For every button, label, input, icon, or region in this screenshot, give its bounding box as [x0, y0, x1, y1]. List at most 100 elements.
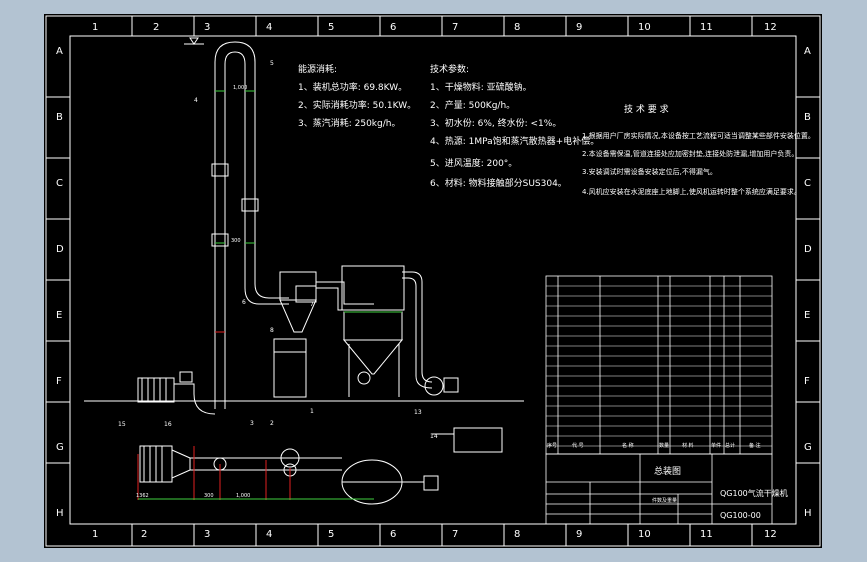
part-number: 2 [270, 420, 274, 427]
cyclone-plan [280, 448, 300, 468]
drawing-sheet: 1 2 3 4 5 6 7 8 9 10 11 12 1 2 3 4 5 6 7… [44, 14, 822, 548]
expansion-joint [211, 163, 229, 177]
col-label: 11 [700, 22, 713, 33]
requirement-line: 1.根据用户厂房实际情况,本设备按工艺流程可适当调整某些部件安装位置。 [582, 131, 815, 140]
parts-rows [546, 285, 772, 447]
header-cell: 总计 [725, 442, 735, 449]
col-label: 2 [141, 529, 147, 540]
requirements-title: 技 术 要 求 [624, 103, 669, 115]
drawing-name: 总装图 [654, 465, 681, 477]
col-label: 5 [328, 22, 334, 33]
outer-frame [45, 15, 821, 547]
parts-list [545, 275, 773, 455]
col-label: 1 [92, 22, 98, 33]
bag-filter-body [343, 311, 403, 341]
elevation-symbol [189, 37, 199, 45]
transfer-duct [316, 287, 374, 311]
row-ticks [46, 96, 820, 464]
col-label: 3 [204, 22, 210, 33]
row-label: H [804, 508, 812, 519]
row-label: D [804, 244, 812, 255]
part-number: 15 [118, 421, 126, 428]
row-label: D [56, 244, 64, 255]
params-line: 1、干燥物料: 亚硫酸钠。 [430, 81, 532, 93]
riser-duct-inner [224, 51, 289, 409]
hot-air-duct [174, 383, 216, 415]
row-label: H [56, 508, 64, 519]
row-labels-right: A B C D E F G H [804, 46, 812, 519]
col-label: 8 [514, 22, 520, 33]
col-label: 4 [266, 529, 272, 540]
drawing-code: QG100-00 [720, 511, 761, 520]
header-cell: 材 料 [682, 442, 694, 449]
requirement-line: 3.安装调试时需设备安装定位后,不得漏气。 [582, 167, 717, 176]
params-title: 技术参数: [430, 63, 469, 75]
energy-line: 3、蒸汽消耗: 250kg/h。 [298, 117, 400, 129]
parts-header: 序号 代 号 名 称 数量 材 料 单件 总计 备 注 [547, 442, 761, 449]
header-cell: 备 注 [749, 442, 761, 449]
params-line: 5、进风温度: 200°。 [430, 157, 517, 169]
dim-text: 1362 [136, 493, 149, 499]
dimension-texts: 1,000 300 1362 300 1,000 [136, 85, 250, 499]
exhaust-duct [402, 277, 433, 389]
header-cell: 数量 [659, 442, 669, 449]
header-cell: 代 号 [572, 442, 584, 449]
params-line: 6、材料: 物料接触部分SUS304。 [430, 177, 567, 189]
params-line: 2、产量: 500Kg/h。 [430, 99, 515, 111]
row-labels-left: A B C D E F G H [56, 46, 64, 519]
row-label: A [56, 46, 63, 57]
row-label: C [804, 178, 811, 189]
part-number: 5 [270, 60, 274, 67]
rotary-valve [357, 371, 371, 385]
requirement-line: 4.风机应安装在水泥底座上地脚上,使风机运转时整个系统应满足要求。 [582, 187, 801, 196]
transition-piece [171, 449, 191, 479]
col-label: 1 [92, 529, 98, 540]
exhaust-fan [424, 376, 444, 396]
row-label: C [56, 178, 63, 189]
col-label: 4 [266, 22, 272, 33]
part-number: 1 [310, 408, 314, 415]
parts-table-frame [545, 275, 773, 455]
col-label: 9 [576, 22, 582, 33]
energy-line: 2、实际消耗功率: 50.1KW。 [298, 99, 416, 111]
title-block-texts: 总装图 QG100气流干燥机 QG100-00 件数及重量 [652, 465, 788, 520]
requirement-line: 2.本设备需保温,管道连接处应加密封垫,连接处防泄漏,增加用户负责。 [582, 149, 798, 158]
row-label: B [804, 112, 811, 123]
product-name: QG100气流干燥机 [720, 488, 788, 498]
part-number: 7 [310, 301, 314, 308]
cyclone-inlet [295, 285, 317, 303]
part-number: 13 [414, 409, 422, 416]
technical-parameters: 技术参数: 1、干燥物料: 亚硫酸钠。 2、产量: 500Kg/h。 3、初水份… [430, 63, 599, 189]
col-label: 8 [514, 529, 520, 540]
header-cell: 名 称 [622, 442, 634, 449]
col-label: 7 [452, 22, 458, 33]
unit-label: 件数及重量 [652, 497, 677, 504]
params-line: 4、热源: 1MPa饱和蒸汽散热器+电补偿。 [430, 135, 599, 147]
col-label: 7 [452, 529, 458, 540]
bag-filter-top [341, 265, 405, 311]
row-label: G [56, 442, 64, 453]
params-line: 3、初水份: 6%, 终水份: <1%。 [430, 117, 561, 129]
row-label: F [804, 376, 810, 387]
fan-plan [423, 475, 439, 491]
energy-line: 1、装机总功率: 69.8KW。 [298, 81, 407, 93]
part-number: 16 [164, 421, 172, 428]
column-labels-top: 1 2 3 4 5 6 7 8 9 10 11 12 [92, 22, 777, 33]
col-label: 3 [204, 529, 210, 540]
control-cabinet [453, 427, 503, 453]
col-label: 9 [576, 529, 582, 540]
title-block [545, 453, 773, 525]
dim-text: 300 [204, 493, 214, 499]
col-label: 5 [328, 529, 334, 540]
riser-duct-outer [214, 41, 289, 409]
energy-title: 能源消耗: [298, 63, 337, 75]
expansion-joint [211, 233, 229, 247]
part-number: 3 [250, 420, 254, 427]
header-cell: 单件 [711, 442, 721, 449]
product-bin [273, 338, 307, 398]
column-ticks [131, 16, 753, 546]
row-label: A [804, 46, 811, 57]
row-label: G [804, 442, 812, 453]
part-number: 4 [194, 97, 198, 104]
col-label: 6 [390, 22, 396, 33]
